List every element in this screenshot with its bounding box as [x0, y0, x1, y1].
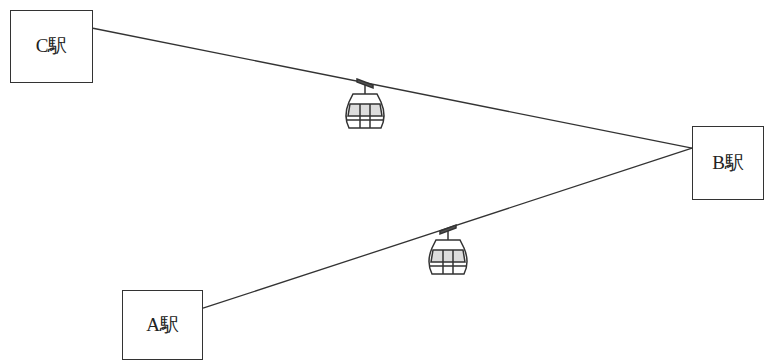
cable-line: [93, 28, 692, 148]
gondola-lower: [429, 225, 467, 274]
station-name: A駅: [146, 314, 179, 337]
cable-line: [203, 148, 692, 308]
station-name: B駅: [712, 152, 744, 175]
gondola-upper: [346, 79, 384, 128]
station-name: C駅: [36, 35, 68, 58]
station-box: C駅: [10, 10, 93, 83]
station-box: B駅: [692, 126, 764, 200]
station-box: A駅: [122, 290, 203, 360]
